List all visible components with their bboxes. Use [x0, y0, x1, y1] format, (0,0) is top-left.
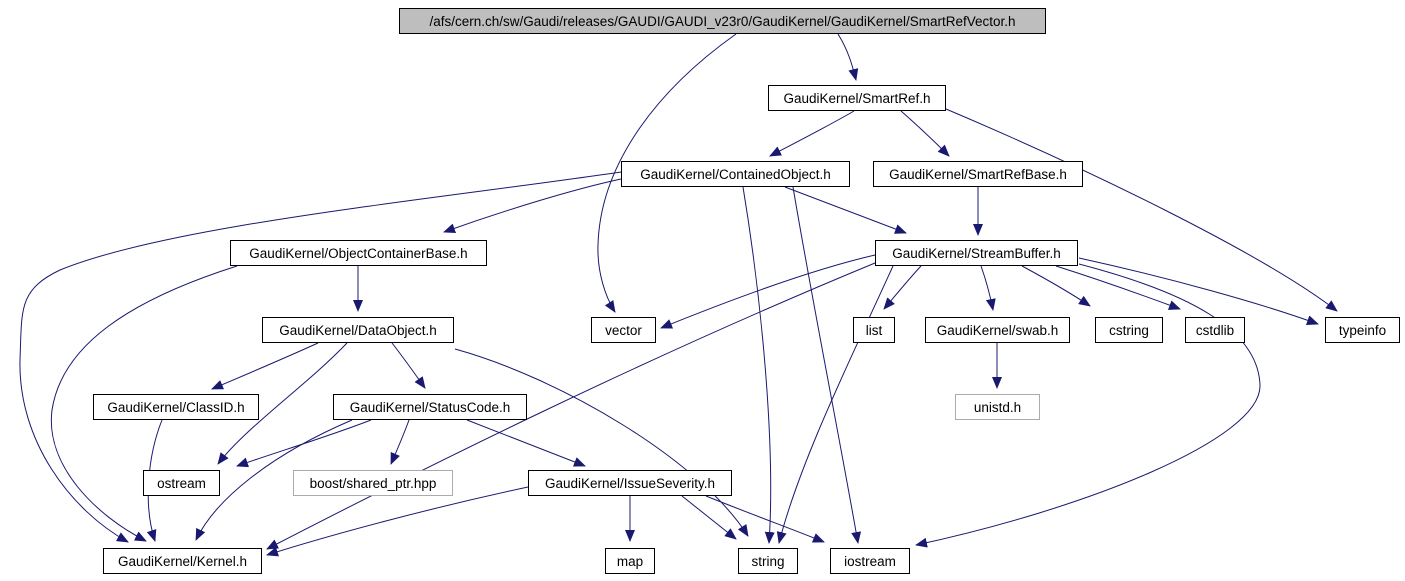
edge-dataobject-classid — [211, 342, 319, 390]
edge-streambuffer-vector — [660, 254, 876, 329]
node-typeinfo: typeinfo — [1325, 317, 1400, 343]
node-ostream: ostream — [143, 470, 220, 496]
edge-root-smartref — [837, 33, 859, 81]
node-issueseverity[interactable]: GaudiKernel/IssueSeverity.h — [528, 470, 732, 496]
edge-containedobject-kernel — [19, 171, 622, 543]
edge-streambuffer-string — [776, 265, 894, 544]
node-cstdlib: cstdlib — [1185, 317, 1245, 343]
edge-dataobject-string — [454, 348, 749, 537]
edge-statuscode-boost — [390, 419, 410, 465]
node-vector: vector — [591, 317, 656, 343]
edge-smartref-typeinfo — [945, 108, 1338, 312]
node-unistd: unistd.h — [955, 394, 1040, 420]
edge-issueseverity-iostream — [705, 495, 825, 543]
edge-containedobject-streambuffer — [784, 186, 907, 234]
node-string: string — [738, 548, 798, 574]
edge-statuscode-issueseverity — [466, 419, 586, 467]
node-map: map — [605, 548, 655, 574]
edge-streambuffer-cstdlib — [1055, 265, 1181, 310]
edge-dataobject-ostream — [217, 342, 348, 465]
edge-containedobject-iostream — [792, 186, 862, 544]
node-root: /afs/cern.ch/sw/Gaudi/releases/GAUDI/GAU… — [399, 8, 1046, 34]
node-cstring: cstring — [1095, 317, 1163, 343]
edge-root-vector — [597, 33, 737, 313]
edge-statuscode-kernel — [195, 419, 353, 541]
node-statuscode[interactable]: GaudiKernel/StatusCode.h — [333, 394, 527, 420]
node-list: list — [853, 317, 895, 343]
node-classid[interactable]: GaudiKernel/ClassID.h — [93, 394, 259, 420]
node-iostream: iostream — [830, 548, 910, 574]
edge-smartref-smartrefbase — [900, 110, 950, 157]
edge-smartref-containedobject — [769, 110, 855, 157]
node-smartref[interactable]: GaudiKernel/SmartRef.h — [768, 85, 946, 111]
node-boost: boost/shared_ptr.hpp — [293, 470, 453, 496]
node-kernel[interactable]: GaudiKernel/Kernel.h — [103, 548, 262, 574]
edge-streambuffer-typeinfo — [1078, 257, 1319, 325]
edge-streambuffer-kernel — [266, 262, 876, 550]
node-containedobject[interactable]: GaudiKernel/ContainedObject.h — [621, 161, 850, 187]
edge-containedobject-string — [742, 186, 775, 544]
edge-streambuffer-iostream — [915, 263, 1261, 548]
edge-streambuffer-swab — [980, 265, 996, 311]
edge-issueseverity-kernel — [266, 486, 529, 557]
edge-issueseverity-string — [681, 495, 737, 540]
node-objectcontainerbase[interactable]: GaudiKernel/ObjectContainerBase.h — [230, 240, 487, 266]
edge-streambuffer-cstring — [1021, 265, 1091, 307]
node-smartrefbase[interactable]: GaudiKernel/SmartRefBase.h — [873, 161, 1083, 187]
node-streambuffer[interactable]: GaudiKernel/StreamBuffer.h — [875, 240, 1078, 266]
edge-dataobject-statuscode — [391, 342, 426, 389]
node-swab[interactable]: GaudiKernel/swab.h — [925, 317, 1070, 343]
edge-streambuffer-list — [883, 265, 922, 310]
edge-containedobject-objectcontainerbase — [443, 178, 622, 234]
edge-objectcontainerbase-kernel — [50, 265, 238, 542]
node-dataobject[interactable]: GaudiKernel/DataObject.h — [262, 317, 454, 343]
